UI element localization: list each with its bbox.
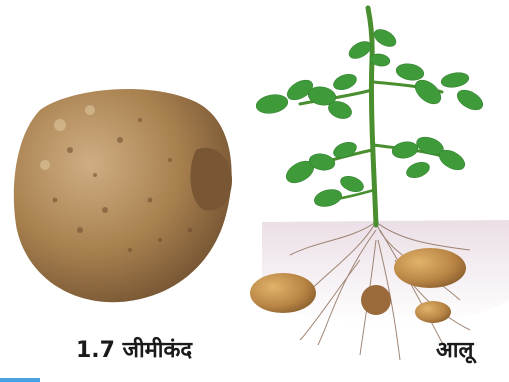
caption-potato: आलू — [436, 340, 473, 362]
yam-tuber — [14, 89, 232, 302]
caption-yam: 1.7 जीमीकंद — [76, 340, 192, 362]
accent-mark — [0, 378, 40, 382]
